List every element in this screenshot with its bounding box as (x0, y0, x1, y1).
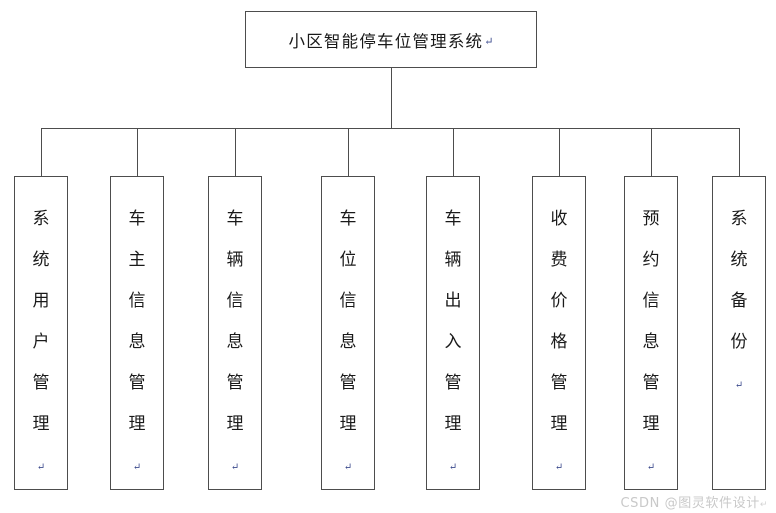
drop-connector-7 (651, 128, 652, 176)
node-vehicle-entry-exit-management[interactable]: 车辆出入管理 ↵ (426, 176, 480, 490)
return-mark-icon: ↵ (448, 462, 458, 473)
return-mark-icon: ↵ (132, 462, 142, 473)
node-label: 收费价格管理 ↵ (548, 199, 570, 488)
node-text: 车主信息管理 (128, 209, 146, 434)
node-label: 系统用户管理 ↵ (30, 199, 52, 488)
root-node[interactable]: 小区智能停车位管理系统↵ (245, 11, 537, 68)
node-reservation-info-management[interactable]: 预约信息管理 ↵ (624, 176, 678, 490)
node-owner-info-management[interactable]: 车主信息管理 ↵ (110, 176, 164, 490)
return-mark-icon: ↵ (734, 380, 744, 391)
root-node-text: 小区智能停车位管理系统 (288, 31, 484, 51)
return-mark-icon: ↵ (36, 462, 46, 473)
drop-connector-8 (739, 128, 740, 176)
drop-connector-6 (559, 128, 560, 176)
root-stem-connector (391, 68, 392, 128)
return-mark-icon: ↵ (759, 500, 768, 510)
root-node-label: 小区智能停车位管理系统↵ (289, 28, 494, 52)
node-label: 车辆出入管理 ↵ (442, 199, 464, 488)
node-label: 系统备份 ↵ (728, 199, 750, 406)
node-text: 预约信息管理 (642, 209, 660, 434)
return-mark-icon: ↵ (646, 462, 656, 473)
watermark: CSDN @图灵软件设计↵ (620, 492, 768, 511)
node-text: 系统备份 (730, 209, 748, 352)
node-system-user-management[interactable]: 系统用户管理 ↵ (14, 176, 68, 490)
node-text: 车位信息管理 (339, 209, 357, 434)
horizontal-bus-connector (41, 128, 739, 129)
drop-connector-2 (137, 128, 138, 176)
watermark-text: CSDN @图灵软件设计 (620, 496, 760, 511)
return-mark-icon: ↵ (230, 462, 240, 473)
node-text: 车辆信息管理 (226, 209, 244, 434)
node-fee-price-management[interactable]: 收费价格管理 ↵ (532, 176, 586, 490)
node-vehicle-info-management[interactable]: 车辆信息管理 ↵ (208, 176, 262, 490)
node-text: 系统用户管理 (32, 209, 50, 434)
node-label: 预约信息管理 ↵ (640, 199, 662, 488)
node-system-backup[interactable]: 系统备份 ↵ (712, 176, 766, 490)
node-parking-space-info-management[interactable]: 车位信息管理 ↵ (321, 176, 375, 490)
node-text: 收费价格管理 (550, 209, 568, 434)
node-label: 车主信息管理 ↵ (126, 199, 148, 488)
return-mark-icon: ↵ (554, 462, 564, 473)
drop-connector-4 (348, 128, 349, 176)
return-mark-icon: ↵ (343, 462, 353, 473)
node-label: 车位信息管理 ↵ (337, 199, 359, 488)
node-label: 车辆信息管理 ↵ (224, 199, 246, 488)
drop-connector-1 (41, 128, 42, 176)
node-text: 车辆出入管理 (444, 209, 462, 434)
drop-connector-5 (453, 128, 454, 176)
drop-connector-3 (235, 128, 236, 176)
return-mark-icon: ↵ (484, 34, 494, 48)
